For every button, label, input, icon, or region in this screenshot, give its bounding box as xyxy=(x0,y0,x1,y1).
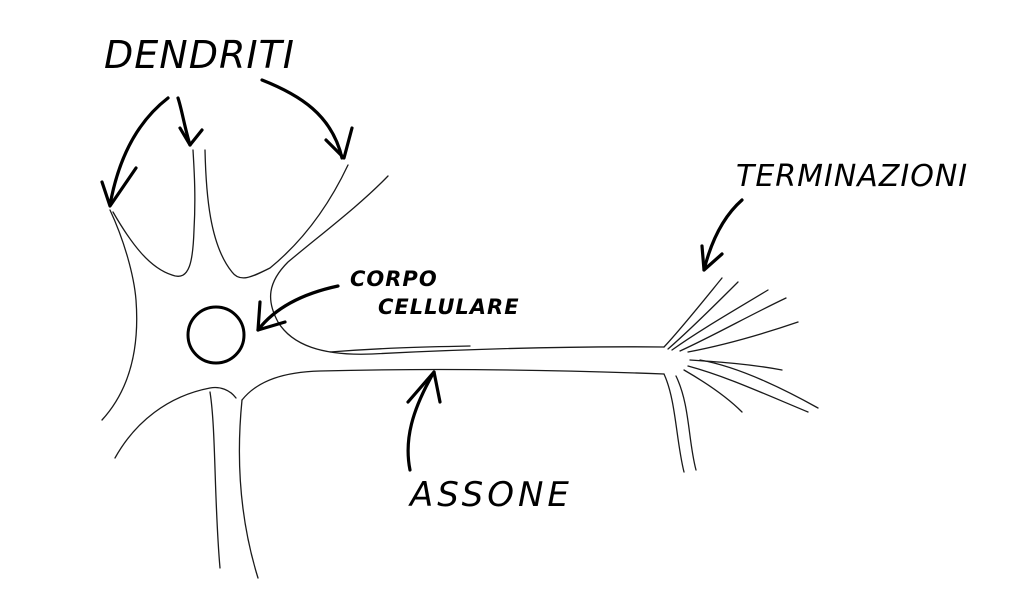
labels: DENDRITI CORPO CELLULARE ASSONE TERMINAZ… xyxy=(104,33,968,515)
terminal-branch xyxy=(671,289,769,351)
dendrite-right-branch xyxy=(269,175,665,355)
terminal-stem xyxy=(675,375,697,471)
terminal-branch xyxy=(683,369,743,413)
axon-lower-edge xyxy=(241,368,665,401)
terminal-branch xyxy=(687,321,799,353)
axon-highlight xyxy=(329,345,471,353)
dendrite-valley-2 xyxy=(204,149,349,279)
terminal-branch xyxy=(679,297,787,352)
label-terminazioni: TERMINAZIONI xyxy=(736,159,968,194)
arrow-corpo-cellulare xyxy=(256,284,340,332)
arrow-head xyxy=(700,244,724,272)
arrow-assone xyxy=(406,370,436,472)
label-cellulare: CELLULARE xyxy=(378,295,520,319)
arrow-dendriti-left xyxy=(108,96,170,207)
neuron xyxy=(101,149,819,579)
terminal-branch xyxy=(699,359,819,409)
label-dendriti: DENDRITI xyxy=(104,33,295,77)
nucleus xyxy=(186,305,246,365)
dendrite-lower-left xyxy=(114,386,237,459)
arrow-head xyxy=(256,300,287,332)
dendrite-valley-1 xyxy=(112,149,196,277)
arrow-head xyxy=(178,126,204,147)
terminal-branch xyxy=(687,365,809,413)
arrow-dendriti-right xyxy=(260,78,344,160)
label-assone: ASSONE xyxy=(408,475,573,515)
arrow-head xyxy=(324,126,354,160)
arrow-head xyxy=(100,166,138,208)
dendrite-bottom-right-edge xyxy=(238,399,259,579)
arrow-head xyxy=(406,370,442,404)
terminal-branch xyxy=(663,277,723,348)
terminal-branch xyxy=(689,359,783,371)
dendrite-left-outer xyxy=(101,209,138,421)
terminal-branch xyxy=(667,281,739,350)
arrows xyxy=(100,78,744,472)
label-corpo: CORPO xyxy=(350,267,438,291)
dendrite-bottom-left-edge xyxy=(209,391,221,569)
arrow-terminazioni xyxy=(702,198,744,272)
terminal-stem xyxy=(663,373,685,473)
